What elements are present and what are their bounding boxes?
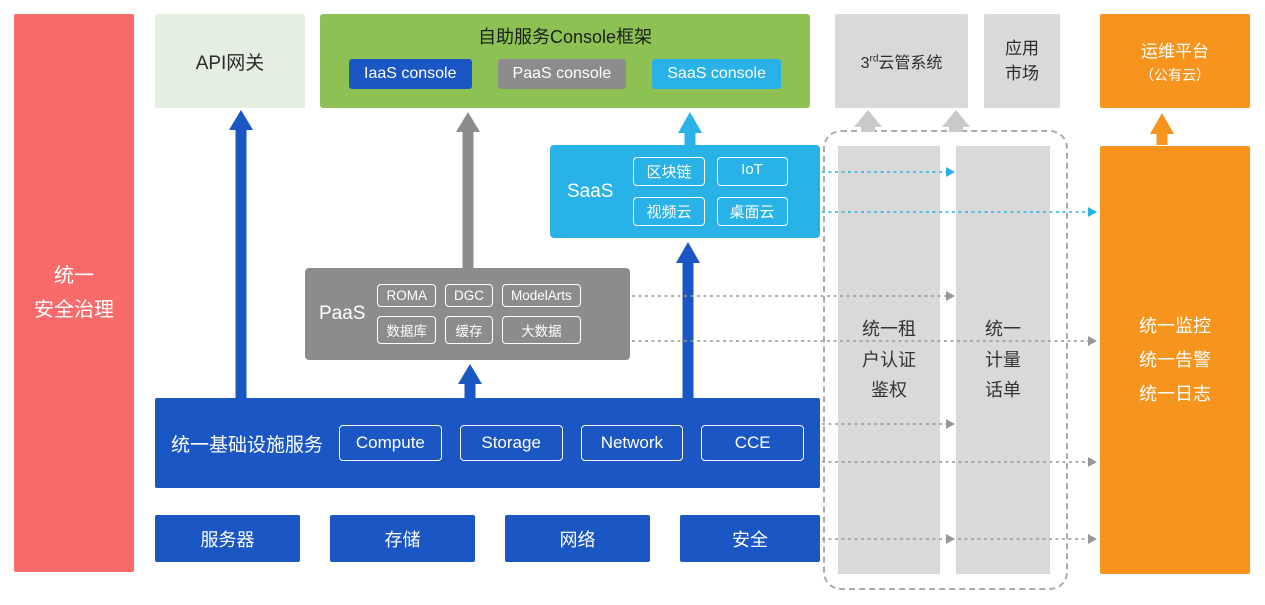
resource-storage-box: 存储 [330,515,475,562]
saas-layer-label: SaaS [567,180,614,202]
console-buttons-row: IaaS console PaaS console SaaS console [349,59,781,89]
paas-layer-label: PaaS [319,303,366,324]
resource-network-box: 网络 [505,515,650,562]
metering-bar: 统一 计量 话单 [956,146,1050,574]
om-platform-box: 运维平台 （公有云） [1100,14,1250,108]
infrastructure-label: 统一基础设施服务 [171,434,324,456]
saas-service-desktop-cloud: 桌面云 [716,197,788,226]
saas-services-grid: 区块链 IoT 视频云 桌面云 [633,157,788,226]
arrow-monitor-to-om-platform [1150,113,1174,145]
app-market-box: 应用 市场 [984,14,1060,108]
paas-service-dgc: DGC [444,284,493,307]
arrow-saas-to-console [678,112,702,145]
infra-service-network: Network [580,425,684,461]
shared-services-dashed-group [823,130,1068,590]
paas-services-grid: ROMA DGC ModelArts 数据库 缓存 大数据 [377,284,581,344]
arrow-infra-to-api-gateway [229,110,253,398]
paas-service-modelarts: ModelArts [501,284,581,307]
monitor-alarm-log-bar: 统一监控 统一告警 统一日志 [1100,146,1250,574]
infra-service-cce: CCE [701,425,805,461]
third-party-cloud-box: 3rd云管系统 [835,14,968,108]
saas-layer-box: SaaS 区块链 IoT 视频云 桌面云 [550,145,820,238]
third-party-label: 3rd云管系统 [860,53,943,72]
paas-layer-box: PaaS ROMA DGC ModelArts 数据库 缓存 大数据 [305,268,630,360]
paas-service-roma: ROMA [377,284,436,307]
unified-security-bar: 统一 安全治理 [14,14,134,572]
tenant-auth-bar: 统一租 户认证 鉴权 [838,146,940,574]
om-platform-subtitle: （公有云） [1140,67,1210,83]
paas-service-bigdata: 大数据 [501,316,581,344]
arrow-infra-to-paas [458,364,482,398]
paas-service-cache: 缓存 [444,316,493,344]
arrow-auth-to-third-party [854,110,882,132]
console-framework-title: 自助服务Console框架 [477,27,653,47]
infrastructure-layer-box: 统一基础设施服务 Compute Storage Network CCE [155,398,820,488]
infrastructure-services-row: Compute Storage Network CCE [339,425,805,461]
iaas-console-button: IaaS console [349,59,472,89]
infra-service-storage: Storage [459,425,563,461]
third-party-superscript: rd [869,53,879,65]
console-framework-box: 自助服务Console框架 IaaS console PaaS console … [320,14,810,108]
saas-service-video-cloud: 视频云 [633,197,705,226]
arrow-infra-to-saas [676,242,700,398]
infra-service-compute: Compute [339,425,442,461]
saas-service-iot: IoT [716,157,788,186]
resource-server-box: 服务器 [155,515,300,562]
paas-console-button: PaaS console [497,59,627,89]
api-gateway-box: API网关 [155,14,305,108]
arrow-metering-to-third-party [942,110,970,132]
arrow-paas-to-console [456,112,480,268]
saas-service-blockchain: 区块链 [633,157,705,186]
resource-security-box: 安全 [680,515,820,562]
om-platform-title: 运维平台 [1141,42,1209,61]
saas-console-button: SaaS console [652,59,781,89]
paas-service-database: 数据库 [377,316,436,344]
